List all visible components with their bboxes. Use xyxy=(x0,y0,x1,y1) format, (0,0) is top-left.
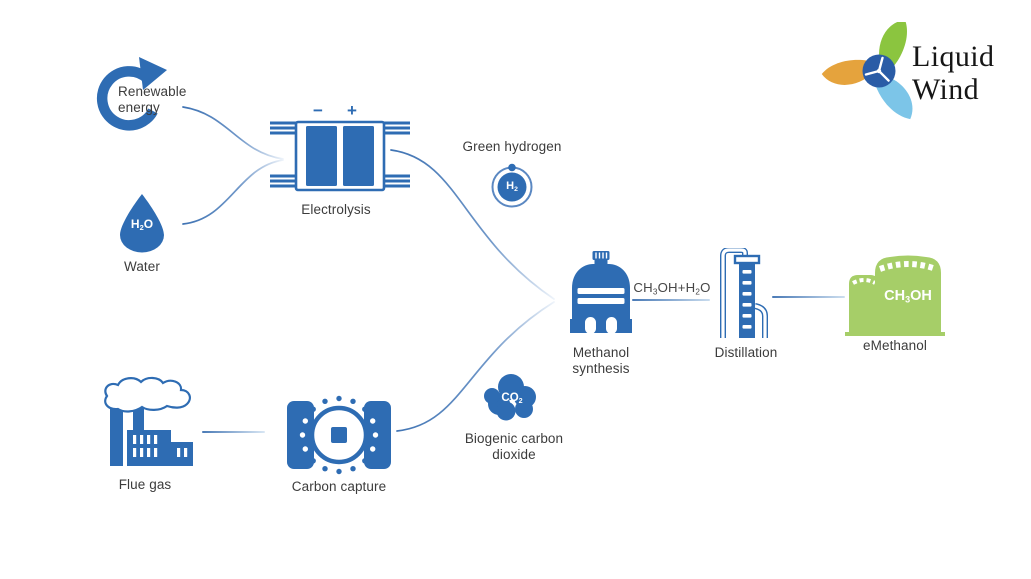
connector-water-to-electrolysis xyxy=(182,159,284,225)
minus-sign: − xyxy=(313,101,323,120)
biogenic-co2-label: Biogenic carbon dioxide xyxy=(464,431,564,462)
connector-renewable-to-electrolysis xyxy=(182,106,284,160)
hydrogen-formula: H2 xyxy=(506,180,518,193)
emethanol-label: eMethanol xyxy=(863,338,927,353)
emethanol-tanks-icon xyxy=(845,255,945,336)
electrolysis-label: Electrolysis xyxy=(301,202,371,217)
emethanol-formula: CH3OH xyxy=(884,288,932,305)
carbon-capture-icon xyxy=(287,395,391,475)
distillation-column-icon xyxy=(720,248,768,338)
renewable-energy-label: Renewable energy xyxy=(118,84,187,115)
water-formula: H2O xyxy=(130,217,154,233)
water-label: Water xyxy=(123,259,160,274)
electrolysis-icon: − + xyxy=(270,101,410,192)
renewable-energy-icon xyxy=(96,57,167,131)
logo-petal-orange xyxy=(821,59,876,85)
logo-wordmark: Liquid Wind xyxy=(912,40,995,106)
water-drop-icon xyxy=(120,194,164,253)
hydrogen-atom-icon xyxy=(491,163,533,208)
co2-cloud-icon xyxy=(484,374,536,421)
green-hydrogen-label: Green hydrogen xyxy=(462,139,562,154)
connector-electrolysis-to-methanol xyxy=(390,149,555,300)
liquid-wind-logo-icon xyxy=(821,22,913,120)
methanol-synthesis-label: Methanol synthesis xyxy=(572,345,630,376)
flue-gas-label: Flue gas xyxy=(118,477,172,492)
flue-gas-factory-icon xyxy=(104,376,193,466)
co2-formula: CO2 xyxy=(501,392,523,405)
stream-formula: CH3OH+H2O xyxy=(633,280,711,297)
methanol-synthesis-reactor-icon xyxy=(570,251,632,334)
smoke-cloud xyxy=(104,376,191,413)
carbon-capture-label: Carbon capture xyxy=(291,479,387,494)
electron-dot xyxy=(508,163,516,172)
wind-turbine-icon xyxy=(864,56,890,82)
distillation-label: Distillation xyxy=(714,345,778,360)
arrow-head xyxy=(139,57,167,90)
connector-capture-to-methanol xyxy=(396,301,555,432)
plus-sign: + xyxy=(347,101,357,120)
